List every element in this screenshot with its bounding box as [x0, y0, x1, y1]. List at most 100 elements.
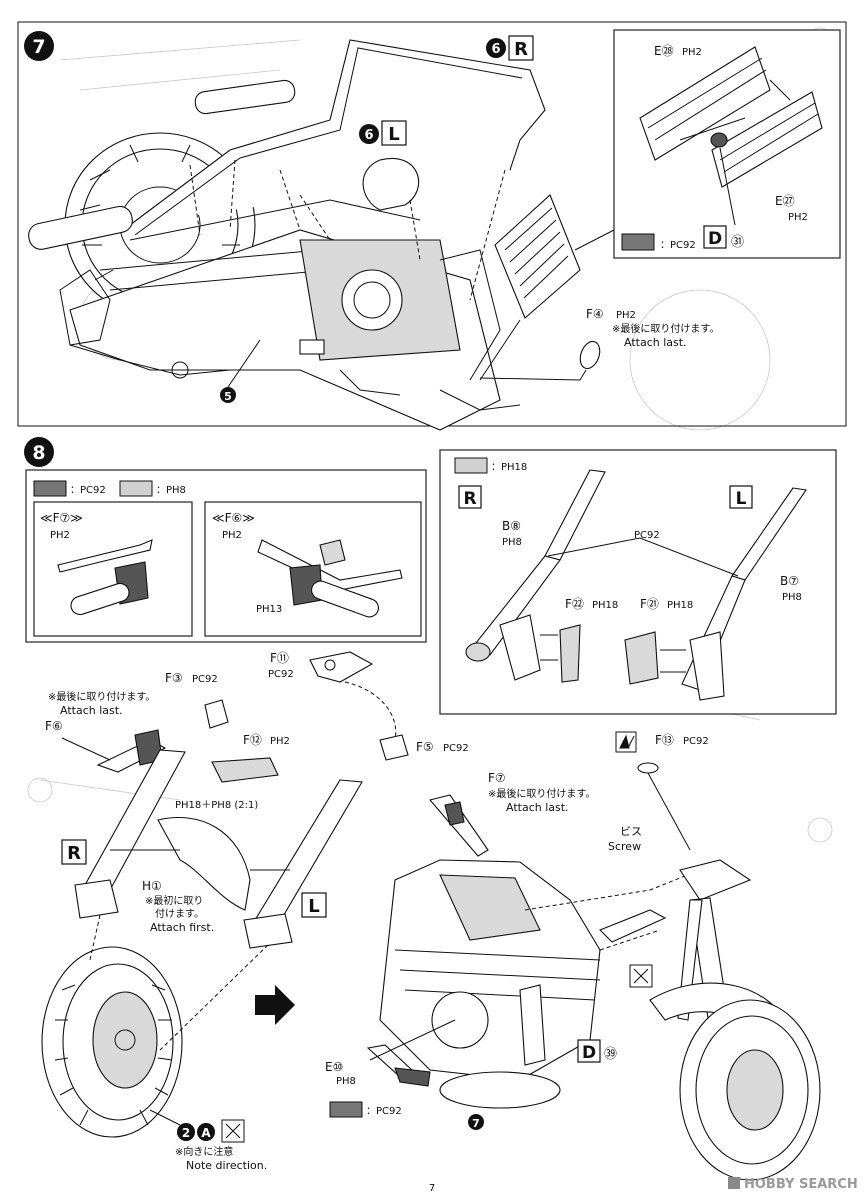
svg-text:F③: F③: [165, 671, 183, 685]
svg-text:2: 2: [182, 1126, 190, 1140]
svg-text:Attach last.: Attach last.: [60, 704, 123, 717]
svg-text:：PC92: ：PC92: [70, 485, 106, 496]
svg-text:※最初に取り: ※最初に取り: [145, 894, 203, 907]
svg-text:6: 6: [491, 42, 500, 57]
svg-text:F㉑: F㉑: [640, 597, 659, 611]
svg-text:PH2: PH2: [270, 736, 290, 747]
svg-text:E㉘: E㉘: [654, 44, 674, 58]
svg-text:Screw: Screw: [608, 840, 641, 853]
svg-text:HOBBY SEARCH: HOBBY SEARCH: [744, 1177, 858, 1192]
svg-text:L: L: [308, 896, 319, 917]
handlebar-parts: F⑪ PC92 F③ PC92 ※最後に取り付けます。 Attach last.…: [45, 651, 595, 857]
svg-text:F⑪: F⑪: [270, 651, 289, 665]
svg-text:A: A: [201, 1126, 211, 1140]
svg-text:PH8: PH8: [502, 537, 522, 548]
watermark: HOBBY SEARCH: [728, 1177, 858, 1192]
svg-text:≪F⑥≫: ≪F⑥≫: [212, 511, 255, 525]
svg-text:PH13: PH13: [256, 604, 282, 615]
svg-text:Attach first.: Attach first.: [150, 921, 214, 934]
frame-badge: [220, 387, 236, 403]
svg-text:㊴: ㊴: [604, 1047, 617, 1062]
svg-text:Attach last.: Attach last.: [506, 801, 569, 814]
svg-text:E㉗: E㉗: [775, 194, 795, 208]
svg-text:PC92: PC92: [634, 530, 660, 541]
svg-text:L: L: [388, 124, 399, 145]
radiator-part: [479, 194, 581, 381]
svg-text:H①: H①: [142, 879, 162, 893]
svg-text:付けます。: 付けます。: [155, 907, 204, 920]
muffler-pipes: [28, 39, 546, 301]
decal-39-callout: D ㊴: [577, 1039, 617, 1063]
lever-detail-box: ：PC92 ：PH8 ≪F⑦≫ PH2 ≪F⑥≫ PH2 PH13: [25, 469, 427, 643]
svg-text:PC92: PC92: [192, 674, 218, 685]
page-number: 7: [429, 1183, 435, 1194]
front-fork-assembly: PH18＋PH8 (2:1) H① ※最初に取り 付けます。 Attach fi…: [61, 749, 363, 949]
svg-text:PH2: PH2: [682, 47, 702, 58]
svg-text:E⑩: E⑩: [325, 1060, 343, 1074]
svg-text:6: 6: [364, 128, 373, 143]
svg-text:※向きに注意: ※向きに注意: [175, 1145, 233, 1158]
step-7-number: 7: [32, 36, 45, 58]
svg-text:PH18: PH18: [592, 600, 618, 611]
svg-text:B⑦: B⑦: [780, 574, 799, 588]
svg-text:：PC92: ：PC92: [366, 1106, 402, 1117]
svg-text:：PC92: ：PC92: [660, 240, 696, 251]
svg-text:B⑧: B⑧: [502, 519, 521, 533]
svg-text:7: 7: [472, 1117, 480, 1130]
svg-text:：PH18: ：PH18: [491, 462, 527, 473]
svg-text:F⑦: F⑦: [488, 771, 506, 785]
svg-text:PC92: PC92: [268, 669, 294, 680]
svg-text:F⑤: F⑤: [416, 740, 434, 754]
svg-text:F⑬: F⑬: [655, 733, 674, 747]
svg-text:F④: F④: [586, 307, 604, 321]
front-fork-detail-box: ：PH18 R L B⑧ PH8 PC92 B⑦ PH8 F㉒ PH: [439, 449, 837, 715]
next-step-arrow: [255, 985, 295, 1025]
svg-text:PH2: PH2: [788, 212, 808, 223]
f4-part-callout: F④ PH2 ※最後に取り付けます。 Attach last.: [479, 307, 719, 381]
svg-text:※最後に取り付けます。: ※最後に取り付けます。: [48, 690, 155, 703]
svg-text:PH8: PH8: [336, 1076, 356, 1087]
svg-text:PH2: PH2: [616, 310, 636, 321]
svg-text:PH18: PH18: [667, 600, 693, 611]
svg-text:F㉒: F㉒: [565, 597, 584, 611]
svg-text:Note direction.: Note direction.: [186, 1159, 267, 1172]
svg-text:≪F⑦≫: ≪F⑦≫: [40, 511, 83, 525]
svg-text:㉛: ㉛: [731, 235, 744, 250]
svg-text:F⑥: F⑥: [45, 719, 63, 733]
front-wheel: [41, 914, 269, 1138]
svg-text:PC92: PC92: [443, 743, 469, 754]
e10-part-callout: E⑩ PH8 ：PC92 7: [325, 1019, 484, 1130]
frame-label: 5: [224, 390, 232, 403]
radiator-inset: E㉘ PH2 E㉗ PH2 ：PC92 D ㉛: [574, 29, 841, 259]
wheel-direction-note: 2 A ※向きに注意 Note direction.: [149, 1109, 267, 1172]
f13-screw-callout: F⑬ PC92 ビス Screw: [608, 733, 709, 853]
svg-text:R: R: [463, 489, 476, 509]
frame-assembly-step7: [59, 199, 521, 431]
step-8-number: 8: [32, 442, 45, 464]
muffler-r-label: 6 R: [486, 35, 534, 61]
svg-text:Attach last.: Attach last.: [624, 336, 687, 349]
svg-text:：PH8: ：PH8: [156, 485, 186, 496]
step-7-badge: [24, 31, 54, 61]
muffler-l-label: 6 L: [359, 120, 407, 146]
svg-text:R: R: [514, 39, 528, 60]
svg-text:PC92: PC92: [683, 736, 709, 747]
svg-text:F⑫: F⑫: [243, 733, 262, 747]
step-8-badge: [24, 437, 54, 467]
svg-text:PH8: PH8: [782, 592, 802, 603]
svg-text:※最後に取り付けます。: ※最後に取り付けます。: [612, 322, 719, 335]
motorcycle-body-step8: [379, 731, 701, 1109]
svg-text:D: D: [582, 1043, 596, 1063]
svg-text:PH2: PH2: [50, 530, 70, 541]
svg-text:L: L: [736, 489, 747, 509]
svg-text:PH18＋PH8 (2:1): PH18＋PH8 (2:1): [175, 800, 258, 811]
svg-text:※最後に取り付けます。: ※最後に取り付けます。: [488, 787, 595, 800]
front-assembly-right: [599, 859, 821, 1181]
step-7-panel: 7: [17, 21, 847, 431]
svg-text:PH2: PH2: [222, 530, 242, 541]
svg-text:ビス: ビス: [620, 825, 642, 838]
svg-text:R: R: [67, 843, 81, 864]
svg-text:D: D: [708, 229, 722, 249]
step-8-panel: 8 ：PC92 ：PH8 ≪F⑦≫ PH2 ≪F⑥≫ PH2 PH13: [24, 437, 837, 1181]
